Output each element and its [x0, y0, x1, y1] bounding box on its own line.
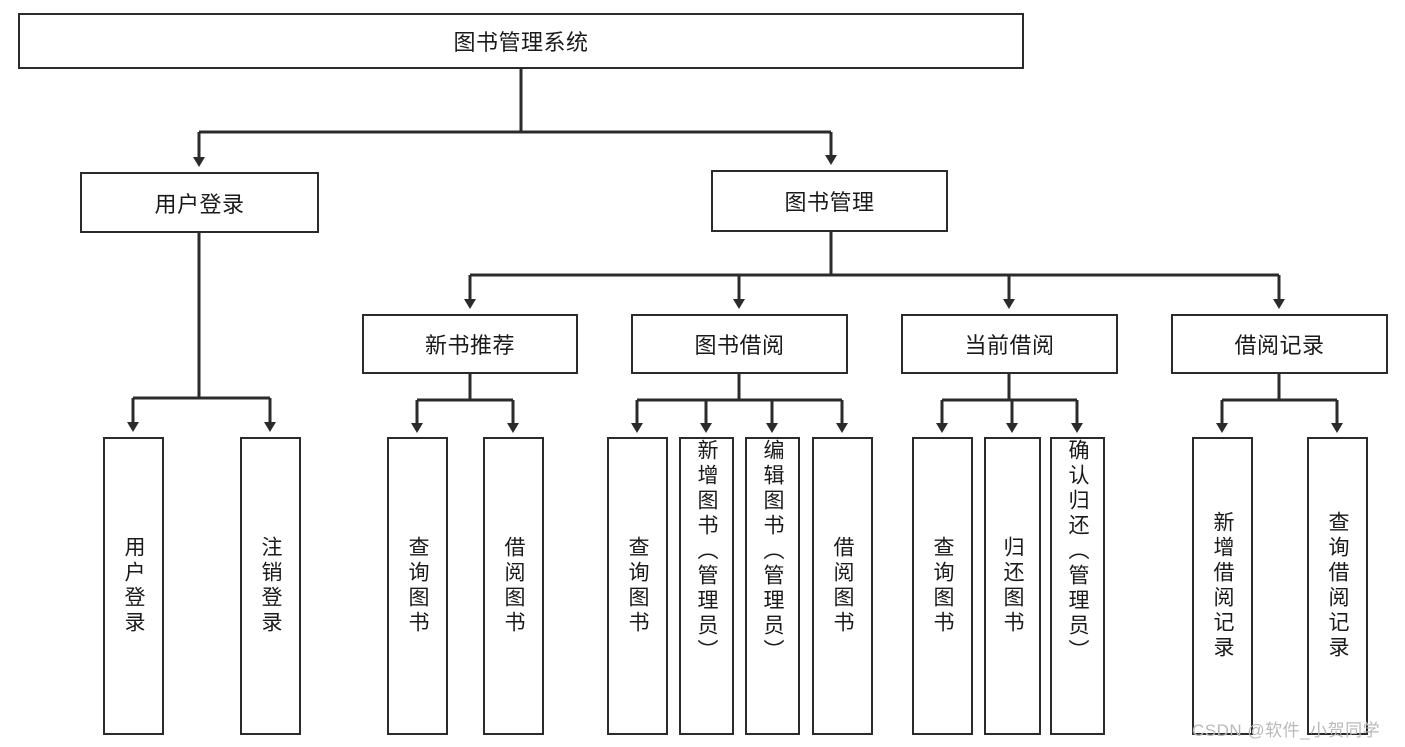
node-leaf-add-book-label: 新增图书（管理员）: [695, 439, 718, 664]
node-leaf-query-book-borrow-label: 查询图书: [626, 536, 649, 636]
node-book-manage[interactable]: 图书管理: [711, 170, 948, 232]
node-borrow-record-label: 借阅记录: [1234, 333, 1325, 358]
node-leaf-query-book-cur-label: 查询图书: [931, 536, 954, 636]
node-leaf-user-login-label: 用户登录: [122, 536, 145, 636]
node-new-book-recommend-label: 新书推荐: [424, 333, 515, 358]
node-leaf-edit-book[interactable]: 编辑图书（管理员）: [745, 437, 800, 735]
node-current-borrow-label: 当前借阅: [964, 333, 1055, 358]
node-leaf-query-record[interactable]: 查询借阅记录: [1307, 437, 1368, 735]
node-leaf-add-record-label: 新增借阅记录: [1211, 511, 1234, 661]
node-leaf-user-login[interactable]: 用户登录: [103, 437, 164, 735]
node-book-borrow-label: 图书借阅: [694, 333, 785, 358]
node-leaf-query-book-rec-label: 查询图书: [406, 536, 429, 636]
node-book-manage-label: 图书管理: [784, 190, 875, 215]
node-leaf-query-book-rec[interactable]: 查询图书: [387, 437, 448, 735]
node-user-login-label: 用户登录: [154, 191, 245, 217]
node-leaf-edit-book-label: 编辑图书（管理员）: [761, 439, 784, 664]
node-leaf-confirm-return-label: 确认归还（管理员）: [1066, 439, 1089, 664]
node-leaf-borrow-book-label: 借阅图书: [831, 536, 854, 636]
node-leaf-borrow-book-rec-label: 借阅图书: [502, 536, 525, 636]
node-leaf-query-record-label: 查询借阅记录: [1326, 511, 1349, 661]
node-leaf-borrow-book-rec[interactable]: 借阅图书: [483, 437, 544, 735]
node-borrow-record[interactable]: 借阅记录: [1171, 314, 1388, 374]
node-current-borrow[interactable]: 当前借阅: [901, 314, 1118, 374]
node-leaf-return-book-label: 归还图书: [1001, 536, 1024, 636]
node-leaf-confirm-return[interactable]: 确认归还（管理员）: [1050, 437, 1105, 735]
watermark: CSDN @软件_小贺同学: [1192, 721, 1381, 740]
node-leaf-add-record[interactable]: 新增借阅记录: [1192, 437, 1253, 735]
node-book-borrow[interactable]: 图书借阅: [631, 314, 848, 374]
node-leaf-query-book-cur[interactable]: 查询图书: [912, 437, 973, 735]
node-leaf-borrow-book[interactable]: 借阅图书: [812, 437, 873, 735]
node-user-login[interactable]: 用户登录: [80, 172, 319, 233]
node-leaf-return-book[interactable]: 归还图书: [984, 437, 1041, 735]
node-leaf-user-logout-label: 注销登录: [259, 536, 282, 636]
node-leaf-add-book[interactable]: 新增图书（管理员）: [679, 437, 734, 735]
node-leaf-query-book-borrow[interactable]: 查询图书: [607, 437, 668, 735]
node-new-book-recommend[interactable]: 新书推荐: [362, 314, 578, 374]
node-root-label: 图书管理系统: [453, 30, 589, 55]
node-root[interactable]: 图书管理系统: [18, 13, 1024, 69]
node-leaf-user-logout[interactable]: 注销登录: [240, 437, 301, 735]
